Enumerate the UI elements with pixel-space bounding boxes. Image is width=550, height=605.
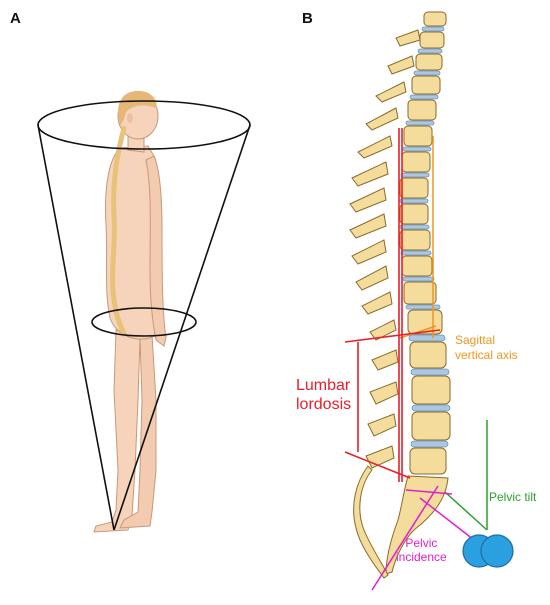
pelvic-incidence-line-1: Pelvic bbox=[405, 536, 438, 550]
vertebral-column bbox=[349, 11, 451, 579]
red-plumb-lines bbox=[398, 128, 403, 482]
lumbar-lordosis-line-2: lordosis bbox=[296, 396, 352, 413]
sagittal-label-line-2: vertical axis bbox=[455, 348, 518, 362]
human-figure bbox=[93, 90, 167, 533]
panel-a-letter: A bbox=[10, 10, 21, 27]
lumbar-lordosis-marker bbox=[344, 329, 441, 479]
pelvic-tilt-label: Pelvic tilt bbox=[489, 490, 537, 504]
cone-of-economy bbox=[37, 100, 251, 531]
sagittal-vertical-axis-label: Sagittal vertical axis bbox=[455, 333, 518, 363]
femoral-heads bbox=[462, 534, 514, 568]
lumbar-lordosis-label: Lumbar lordosis bbox=[296, 376, 351, 414]
pelvic-incidence-label: Pelvic incidence bbox=[396, 536, 447, 564]
pelvic-incidence-line-2: incidence bbox=[396, 550, 447, 564]
sagittal-label-line-1: Sagittal bbox=[455, 333, 496, 347]
pelvic-tilt-lines bbox=[444, 420, 488, 531]
lumbar-lordosis-line-1: Lumbar bbox=[296, 377, 351, 394]
panel-b-letter: B bbox=[302, 10, 313, 27]
